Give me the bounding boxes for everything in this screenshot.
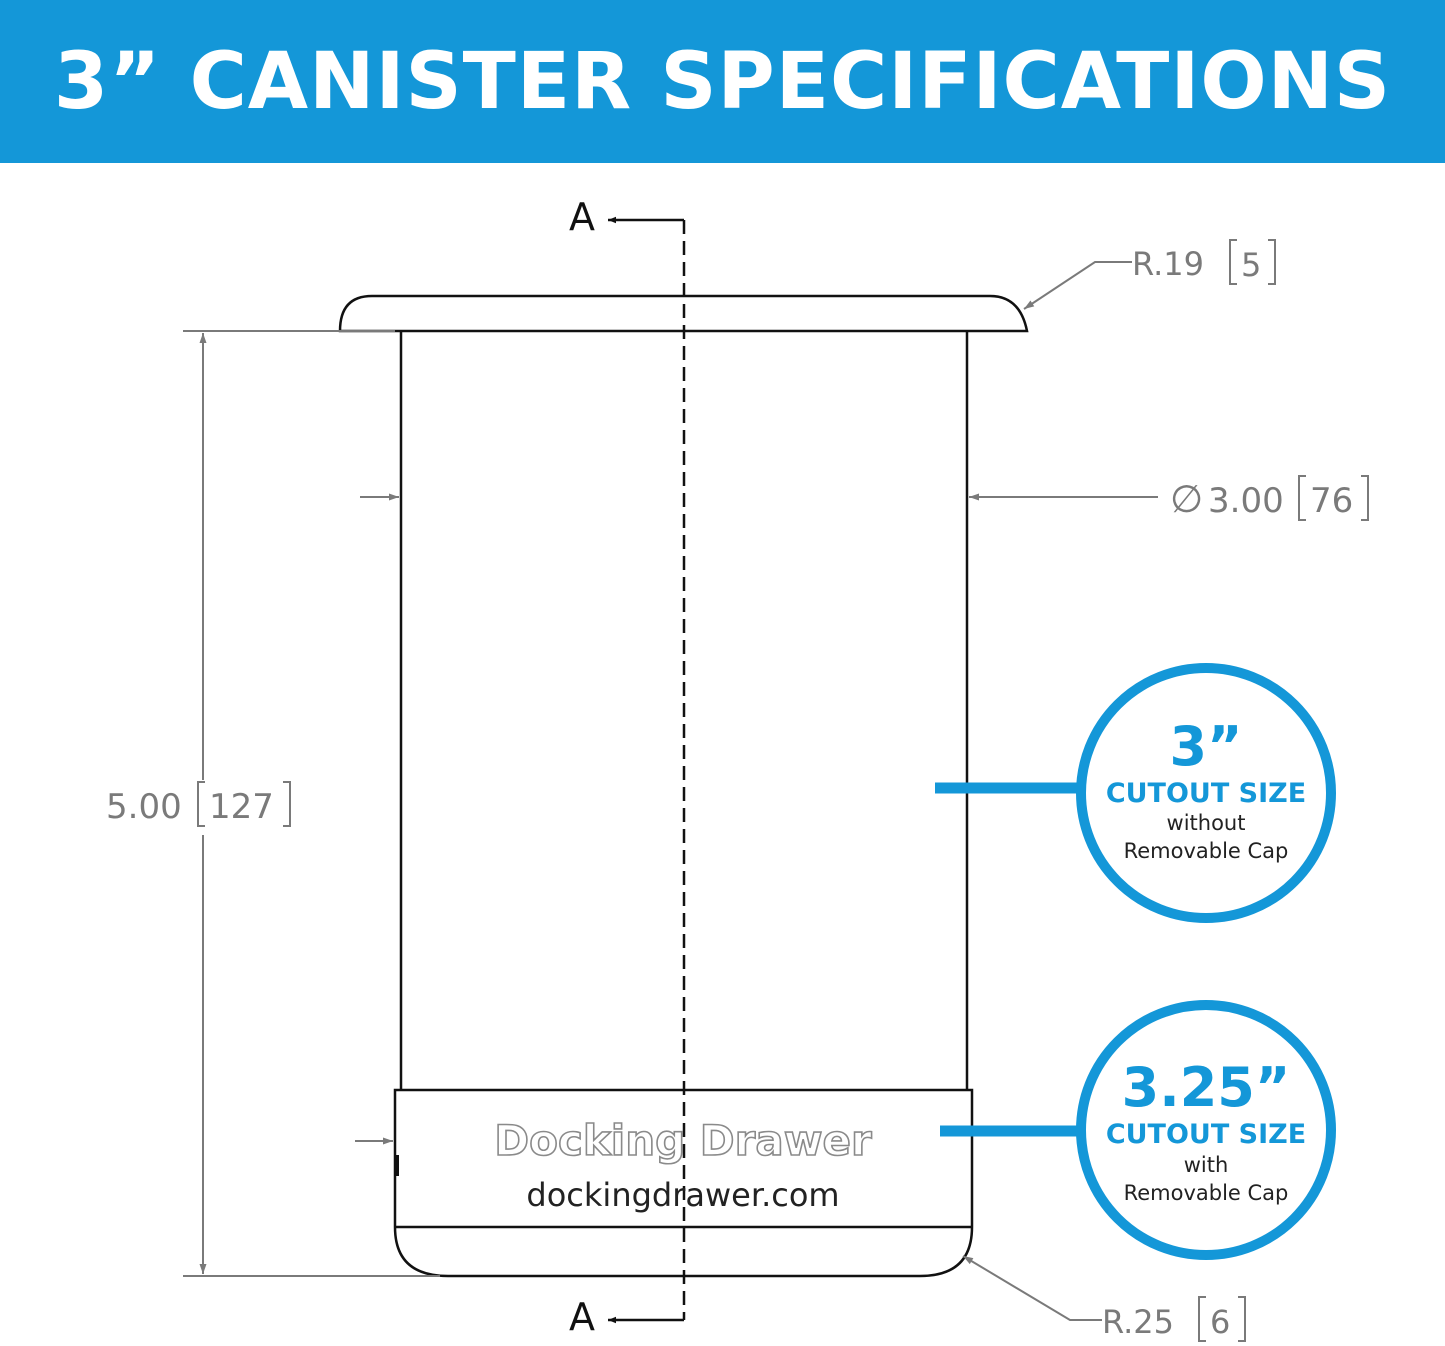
canister-body bbox=[399, 331, 969, 1090]
base-radius-imperial: R.25 bbox=[1102, 1303, 1174, 1341]
header-banner: 3” CANISTER SPECIFICATIONS bbox=[0, 0, 1445, 163]
base-radius-bracket bbox=[1198, 1296, 1246, 1342]
canister-cap bbox=[393, 1088, 974, 1278]
diameter-metric: 76 bbox=[1310, 481, 1353, 521]
lip-radius-imperial: R.19 bbox=[1132, 245, 1204, 283]
callout-with-cap: 3.25” CUTOUT SIZE with Removable Cap bbox=[940, 1000, 1336, 1260]
callout-without-cap: 3” CUTOUT SIZE without Removable Cap bbox=[935, 663, 1336, 923]
lip-radius-bracket bbox=[1229, 239, 1276, 285]
callout-2-line1: with bbox=[1184, 1153, 1229, 1177]
callout-1-line2: Removable Cap bbox=[1124, 839, 1289, 863]
base-radius-metric: 6 bbox=[1210, 1303, 1230, 1341]
brand-name: Docking Drawer bbox=[494, 1116, 872, 1165]
canister-lip bbox=[338, 294, 1029, 333]
lip-radius-metric: 5 bbox=[1241, 246, 1261, 284]
callout-1-size: 3” bbox=[1169, 715, 1242, 778]
callout-2-title: CUTOUT SIZE bbox=[1106, 1119, 1306, 1150]
base-radius-leader bbox=[962, 1255, 1102, 1321]
height-dimension bbox=[183, 330, 440, 1277]
diameter-symbol: ∅ bbox=[1170, 477, 1203, 521]
callout-1-line1: without bbox=[1167, 811, 1246, 835]
lip-radius-leader bbox=[1023, 261, 1132, 310]
brand-url: dockingdrawer.com bbox=[526, 1176, 839, 1214]
callout-2-line2: Removable Cap bbox=[1124, 1181, 1289, 1205]
section-label-bottom: A bbox=[569, 1295, 595, 1339]
section-line bbox=[608, 216, 686, 1324]
diameter-metric-bracket bbox=[1298, 475, 1369, 521]
callout-2-size: 3.25” bbox=[1122, 1056, 1291, 1119]
height-imperial: 5.00 bbox=[106, 787, 182, 827]
height-metric-bracket bbox=[197, 781, 291, 827]
section-label-top: A bbox=[569, 195, 595, 239]
height-metric: 127 bbox=[209, 787, 274, 827]
callout-1-title: CUTOUT SIZE bbox=[1106, 778, 1306, 809]
diameter-imperial: 3.00 bbox=[1208, 481, 1284, 521]
page-title: 3” CANISTER SPECIFICATIONS bbox=[53, 36, 1392, 127]
canister-outline bbox=[338, 294, 1029, 1278]
